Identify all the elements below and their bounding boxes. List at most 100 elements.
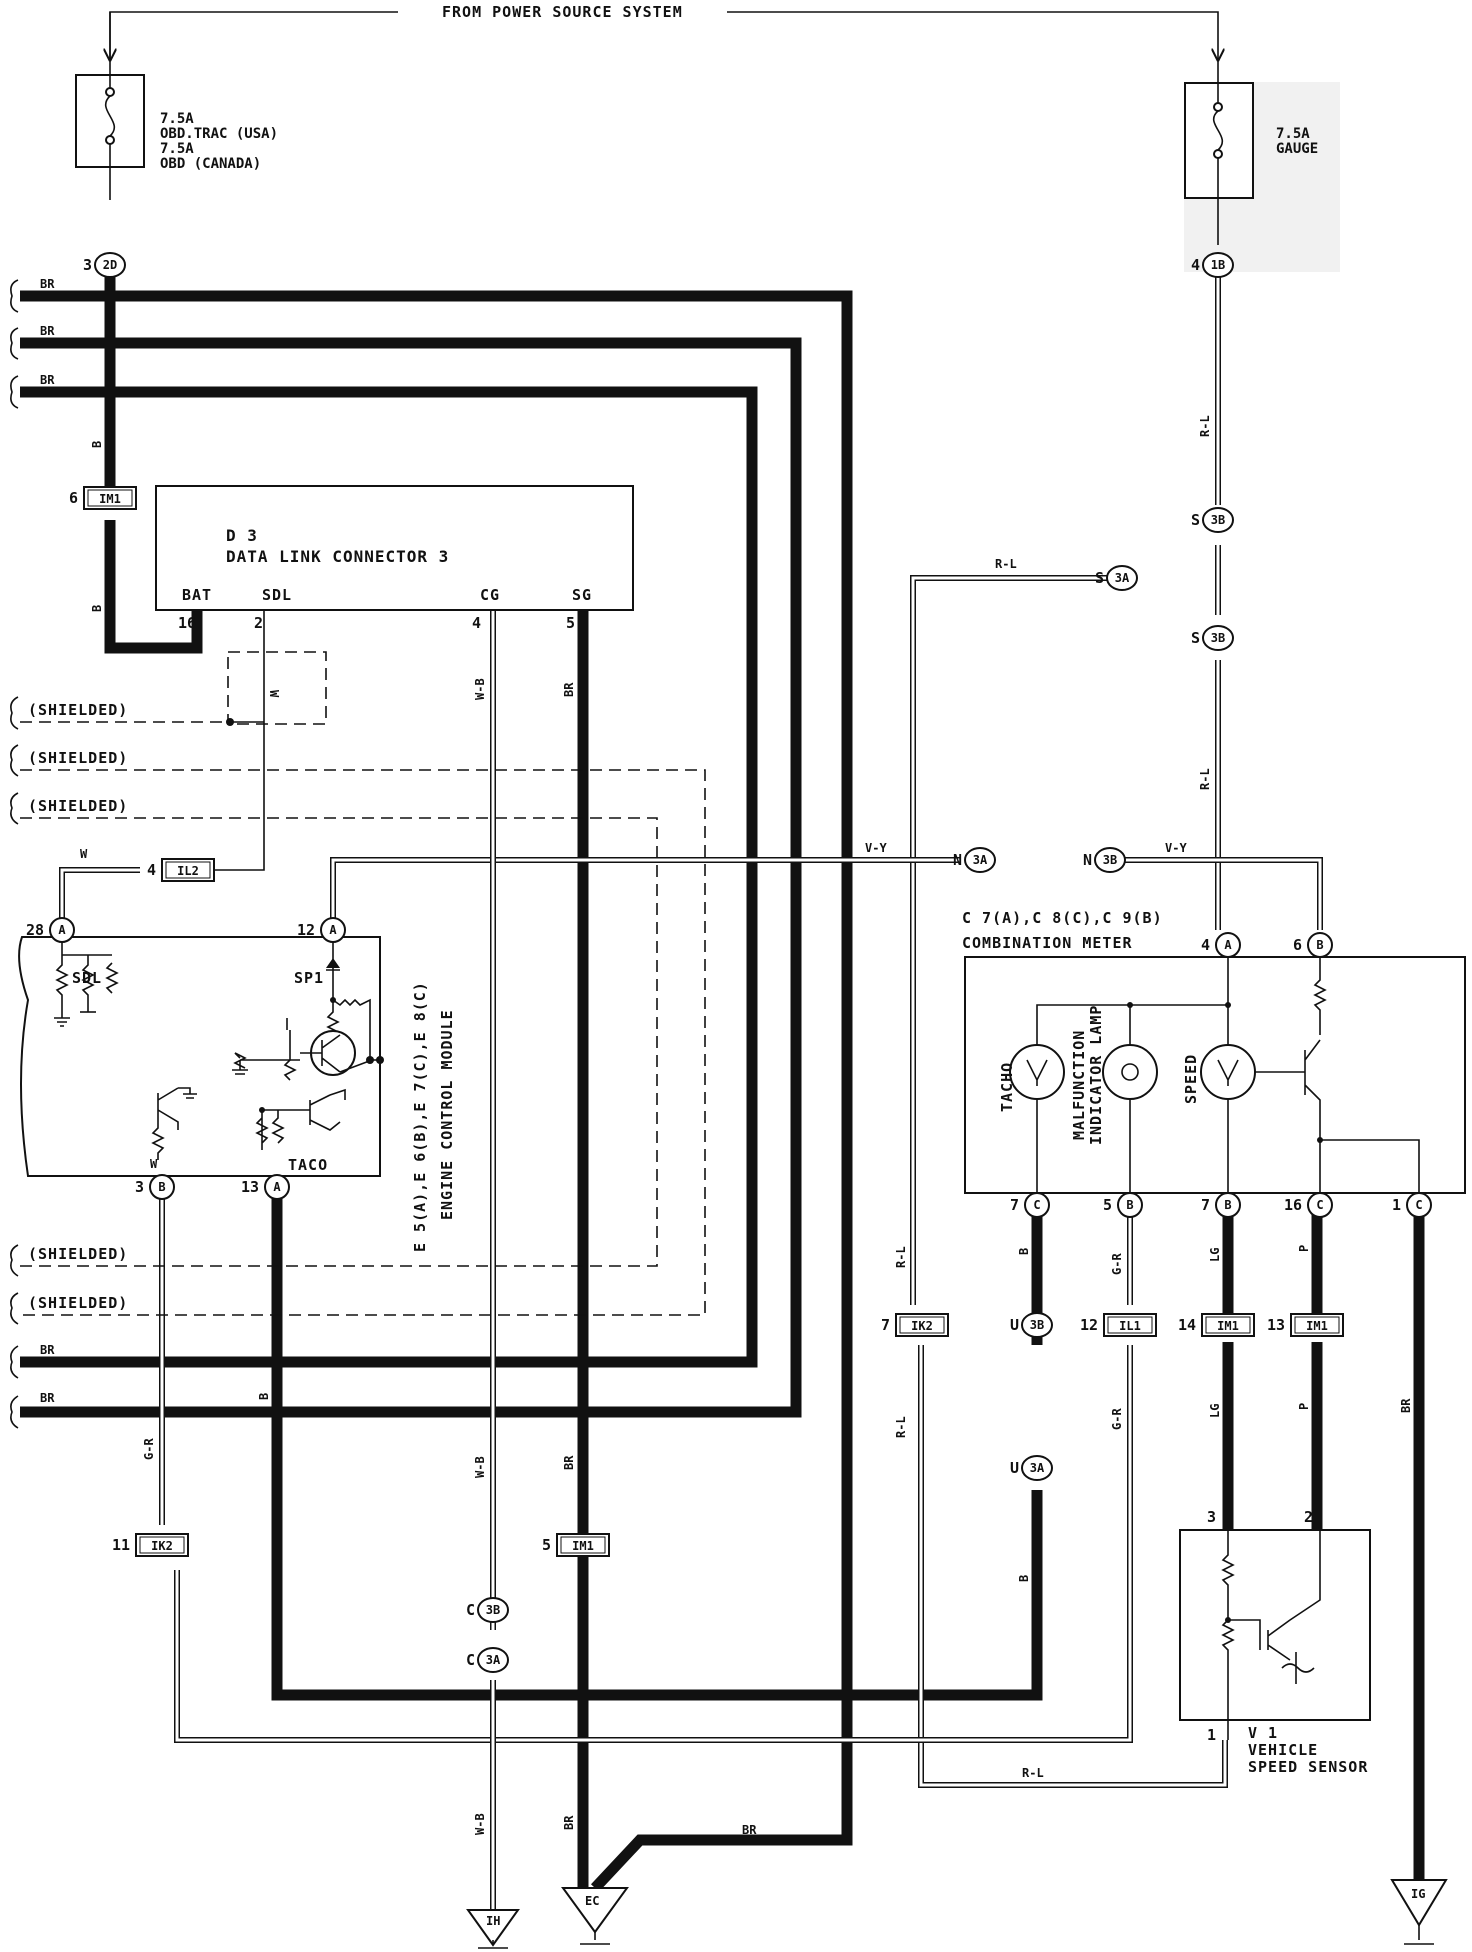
shielded-label-4: (SHIELDED)	[28, 1245, 128, 1263]
svg-text:6: 6	[1293, 936, 1302, 954]
svg-text:13: 13	[241, 1178, 259, 1196]
data-link-connector-3	[155, 485, 634, 611]
wire-code-wb-2: W-B	[473, 1456, 487, 1478]
b-wire-ecm-13	[271, 1193, 1043, 1701]
svg-text:A: A	[58, 923, 66, 937]
wire-code-br-ig: BR	[1399, 1398, 1413, 1413]
shielded-label-3: (SHIELDED)	[28, 797, 128, 815]
ecm-label-sp1: SP1	[294, 969, 324, 987]
wire-code-br-5: BR	[40, 1391, 55, 1405]
connector-a-pin-4: A4	[1201, 932, 1241, 958]
svg-text:IM1: IM1	[99, 492, 121, 506]
fuse-gauge-line-2: GAUGE	[1276, 141, 1318, 157]
connector-a-pin-13: A13	[241, 1174, 290, 1200]
svg-text:C: C	[1033, 1198, 1040, 1212]
power-source-title: FROM POWER SOURCE SYSTEM	[442, 3, 683, 21]
svg-text:7: 7	[881, 1316, 890, 1334]
wire-code-b-2: B	[90, 605, 104, 612]
svg-text:B: B	[158, 1180, 165, 1194]
dlc-pin-cg: CG	[480, 586, 500, 604]
wire-code-br-sg-2: BR	[562, 1455, 576, 1470]
connector-a-pin-28: A 28	[26, 917, 75, 943]
sensor-name-1: VEHICLE	[1248, 1741, 1318, 1759]
fuse-gauge-line-1: 7.5A	[1276, 126, 1310, 142]
svg-text:3B: 3B	[1030, 1318, 1044, 1332]
wire-code-gr-1: G-R	[142, 1438, 156, 1460]
wire-code-lg-1: LG	[1208, 1248, 1222, 1262]
fuse-obd-line-4: OBD (CANADA)	[160, 156, 261, 172]
svg-text:C: C	[466, 1651, 475, 1669]
connector-3a-pin-s: 3A S	[1095, 565, 1138, 591]
sensor-ref: V 1	[1248, 1724, 1278, 1742]
junction-ik2-pin-7: IK2 7	[881, 1313, 949, 1337]
svg-text:11: 11	[112, 1536, 130, 1554]
svg-text:IK2: IK2	[151, 1539, 173, 1553]
svg-text:12: 12	[1080, 1316, 1098, 1334]
svg-text:IM1: IM1	[572, 1539, 594, 1553]
shielded-label-2: (SHIELDED)	[28, 749, 128, 767]
sdl-wire	[192, 610, 265, 871]
svg-text:U: U	[1010, 1316, 1019, 1334]
dlc-pin-num-5: 5	[566, 614, 575, 632]
wire-code-rl-4: R-L	[1198, 768, 1212, 790]
svg-text:IL1: IL1	[1119, 1319, 1141, 1333]
svg-text:4: 4	[147, 861, 156, 879]
svg-text:S: S	[1095, 569, 1104, 587]
wire-code-w: W	[80, 847, 88, 861]
ground-symbols	[466, 1879, 1448, 1949]
svg-text:3B: 3B	[1211, 631, 1225, 645]
gauge-malfunction: MALFUNCTION	[1070, 1030, 1088, 1140]
wire-code-p-1: P	[1297, 1245, 1311, 1252]
wire-code-wb-1: W-B	[473, 678, 487, 700]
svg-text:B: B	[1316, 938, 1323, 952]
svg-text:A: A	[1224, 938, 1232, 952]
svg-text:N: N	[953, 851, 962, 869]
svg-text:U: U	[1010, 1459, 1019, 1477]
svg-text:3B: 3B	[1211, 513, 1225, 527]
connector-3a-pin-c: 3A C	[466, 1647, 509, 1673]
dlc-pin-num-2: 2	[254, 614, 263, 632]
svg-text:3: 3	[135, 1178, 144, 1196]
dlc-pin-sdl: SDL	[262, 586, 292, 604]
svg-text:3B: 3B	[1103, 853, 1117, 867]
sensor-pin-1: 1	[1207, 1726, 1216, 1744]
svg-text:S: S	[1191, 629, 1200, 647]
combination-meter	[964, 956, 1466, 1194]
wire-code-vy-2: V-Y	[1165, 841, 1187, 855]
svg-text:3A: 3A	[973, 853, 988, 867]
svg-text:28: 28	[26, 921, 44, 939]
meter-name: COMBINATION METER	[962, 934, 1133, 952]
svg-text:S: S	[1191, 511, 1200, 529]
connector-c-pin-7: C7	[1010, 1192, 1050, 1218]
bundle-braces	[10, 279, 19, 1429]
shielded-label-5: (SHIELDED)	[28, 1294, 128, 1312]
sensor-pin-2: 2	[1304, 1508, 1313, 1526]
wire-code-gr-2: G-R	[1110, 1253, 1124, 1275]
svg-text:3A: 3A	[1115, 571, 1130, 585]
svg-text:6: 6	[69, 489, 78, 507]
ecm-refs: E 5(A),E 6(B),E 7(C),E 8(C)	[411, 981, 429, 1252]
junction-il1-pin-12: IL1 12	[1080, 1313, 1157, 1337]
ecm-label-sdl: SDL	[72, 969, 102, 987]
connector-3b-pin-n: 3BN	[1083, 847, 1126, 873]
svg-text:IK2: IK2	[911, 1319, 933, 1333]
svg-text:IM1: IM1	[1306, 1319, 1328, 1333]
ground-ig: IG	[1411, 1887, 1425, 1901]
connector-b-pin-3: B3	[135, 1174, 175, 1200]
svg-text:1B: 1B	[1211, 258, 1225, 272]
svg-text:3A: 3A	[486, 1653, 501, 1667]
svg-text:1: 1	[1392, 1196, 1401, 1214]
ecm-name: ENGINE CONTROL MODULE	[438, 1009, 456, 1220]
dlc-name: DATA LINK CONNECTOR 3	[226, 547, 449, 566]
sensor-pin-3: 3	[1207, 1508, 1216, 1526]
dlc-pin-bat: BAT	[182, 586, 212, 604]
wire-code-vy-1: V-Y	[865, 841, 887, 855]
svg-text:3: 3	[83, 256, 92, 274]
shield-wire-color: W	[267, 690, 281, 698]
svg-text:C: C	[466, 1601, 475, 1619]
svg-text:B: B	[1224, 1198, 1231, 1212]
gauge-speed: SPEED	[1182, 1054, 1200, 1104]
fuse-obd-line-2: OBD.TRAC (USA)	[160, 126, 278, 142]
